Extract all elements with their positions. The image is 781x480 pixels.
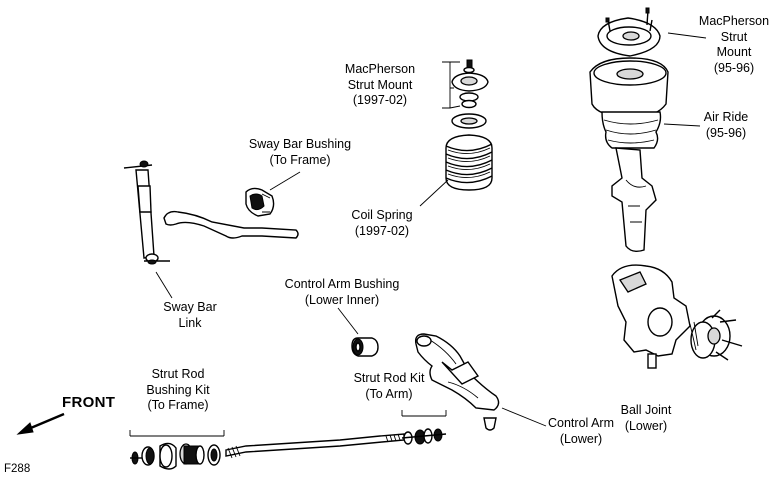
label-line: Strut Rod Kit (353, 371, 425, 385)
label-line: MacPherson (698, 14, 770, 28)
leader-sway-bar-bushing (269, 171, 301, 191)
label-strut-rod-bushing-kit: Strut Rod Bushing Kit (To Frame) (130, 367, 226, 414)
label-line: (95-96) (705, 125, 747, 140)
label-line: (To Frame) (147, 398, 209, 412)
figure-code: F288 (4, 463, 31, 475)
air-ride-part (589, 57, 669, 253)
bracket-strut-rod-kit (401, 410, 447, 417)
label-line: MacPherson (344, 62, 416, 76)
label-line: Sway Bar (163, 300, 217, 314)
label-sway-bar-link: Sway Bar Link (150, 300, 230, 331)
leader-control-arm (501, 407, 547, 427)
label-line: Coil Spring (351, 208, 413, 222)
label-line: Sway Bar Bushing (248, 137, 352, 151)
leader-sway-bar-link (155, 271, 173, 299)
label-line: Bushing Kit (146, 382, 210, 397)
label-sway-bar-bushing: Sway Bar Bushing (To Frame) (236, 137, 364, 168)
coil-spring-part (445, 134, 493, 191)
label-macpherson-strut-mount-95-96: MacPherson Strut Mount (95-96) (696, 14, 772, 76)
label-line: (To Frame) (269, 152, 331, 167)
label-line: Link (178, 315, 202, 330)
control-arm-bushing-part (351, 337, 379, 357)
label-line: Control Arm (548, 416, 614, 430)
label-line: Strut Rod (151, 367, 205, 381)
knuckle-hub-ball-joint-part (611, 264, 743, 369)
label-line: Strut (720, 29, 748, 44)
label-control-arm-bushing: Control Arm Bushing (Lower Inner) (264, 277, 420, 308)
sway-bar-link-part (123, 160, 170, 265)
label-line: Mount (716, 45, 752, 59)
leader-coil-spring (419, 179, 449, 207)
label-line: (95-96) (713, 60, 755, 75)
front-arrow-icon (16, 412, 65, 435)
leader-macpherson-95-96 (667, 32, 707, 39)
label-line: (1997-02) (352, 93, 408, 107)
sway-bar-bushing-part (245, 187, 275, 217)
bracket-strut-rod-bushing-kit (129, 430, 225, 437)
label-ball-joint: Ball Joint (Lower) (606, 403, 686, 434)
label-control-arm: Control Arm (Lower) (536, 416, 626, 447)
label-line: (1997-02) (354, 223, 410, 238)
label-strut-rod-kit: Strut Rod Kit (To Arm) (336, 371, 442, 402)
label-line: Control Arm Bushing (284, 277, 400, 291)
label-macpherson-strut-mount-1997-02: MacPherson Strut Mount (1997-02) (330, 62, 430, 109)
label-line: (Lower) (559, 431, 603, 446)
front-direction-label: FRONT (62, 394, 116, 411)
bracket-macpherson-1997-02 (442, 61, 461, 109)
sway-bar-part (163, 210, 299, 239)
label-air-ride: Air Ride (95-96) (690, 110, 762, 141)
macpherson-strut-mount-95-96-part (597, 7, 661, 57)
label-line: Ball Joint (620, 403, 672, 417)
leader-air-ride (663, 123, 701, 127)
leader-control-arm-bushing (337, 307, 359, 335)
control-arm-part (414, 333, 500, 431)
label-line: (Lower) (624, 418, 668, 433)
label-coil-spring: Coil Spring (1997-02) (340, 208, 424, 239)
label-line: (Lower Inner) (304, 292, 380, 307)
strut-rod-part (225, 433, 405, 459)
label-line: Strut Mount (347, 77, 413, 92)
strut-rod-kit-part (401, 428, 447, 445)
strut-rod-bushing-kit-part (130, 442, 221, 470)
label-line: (To Arm) (365, 386, 413, 401)
label-line: Air Ride (703, 110, 749, 124)
macpherson-strut-mount-1997-02-part (451, 59, 489, 129)
